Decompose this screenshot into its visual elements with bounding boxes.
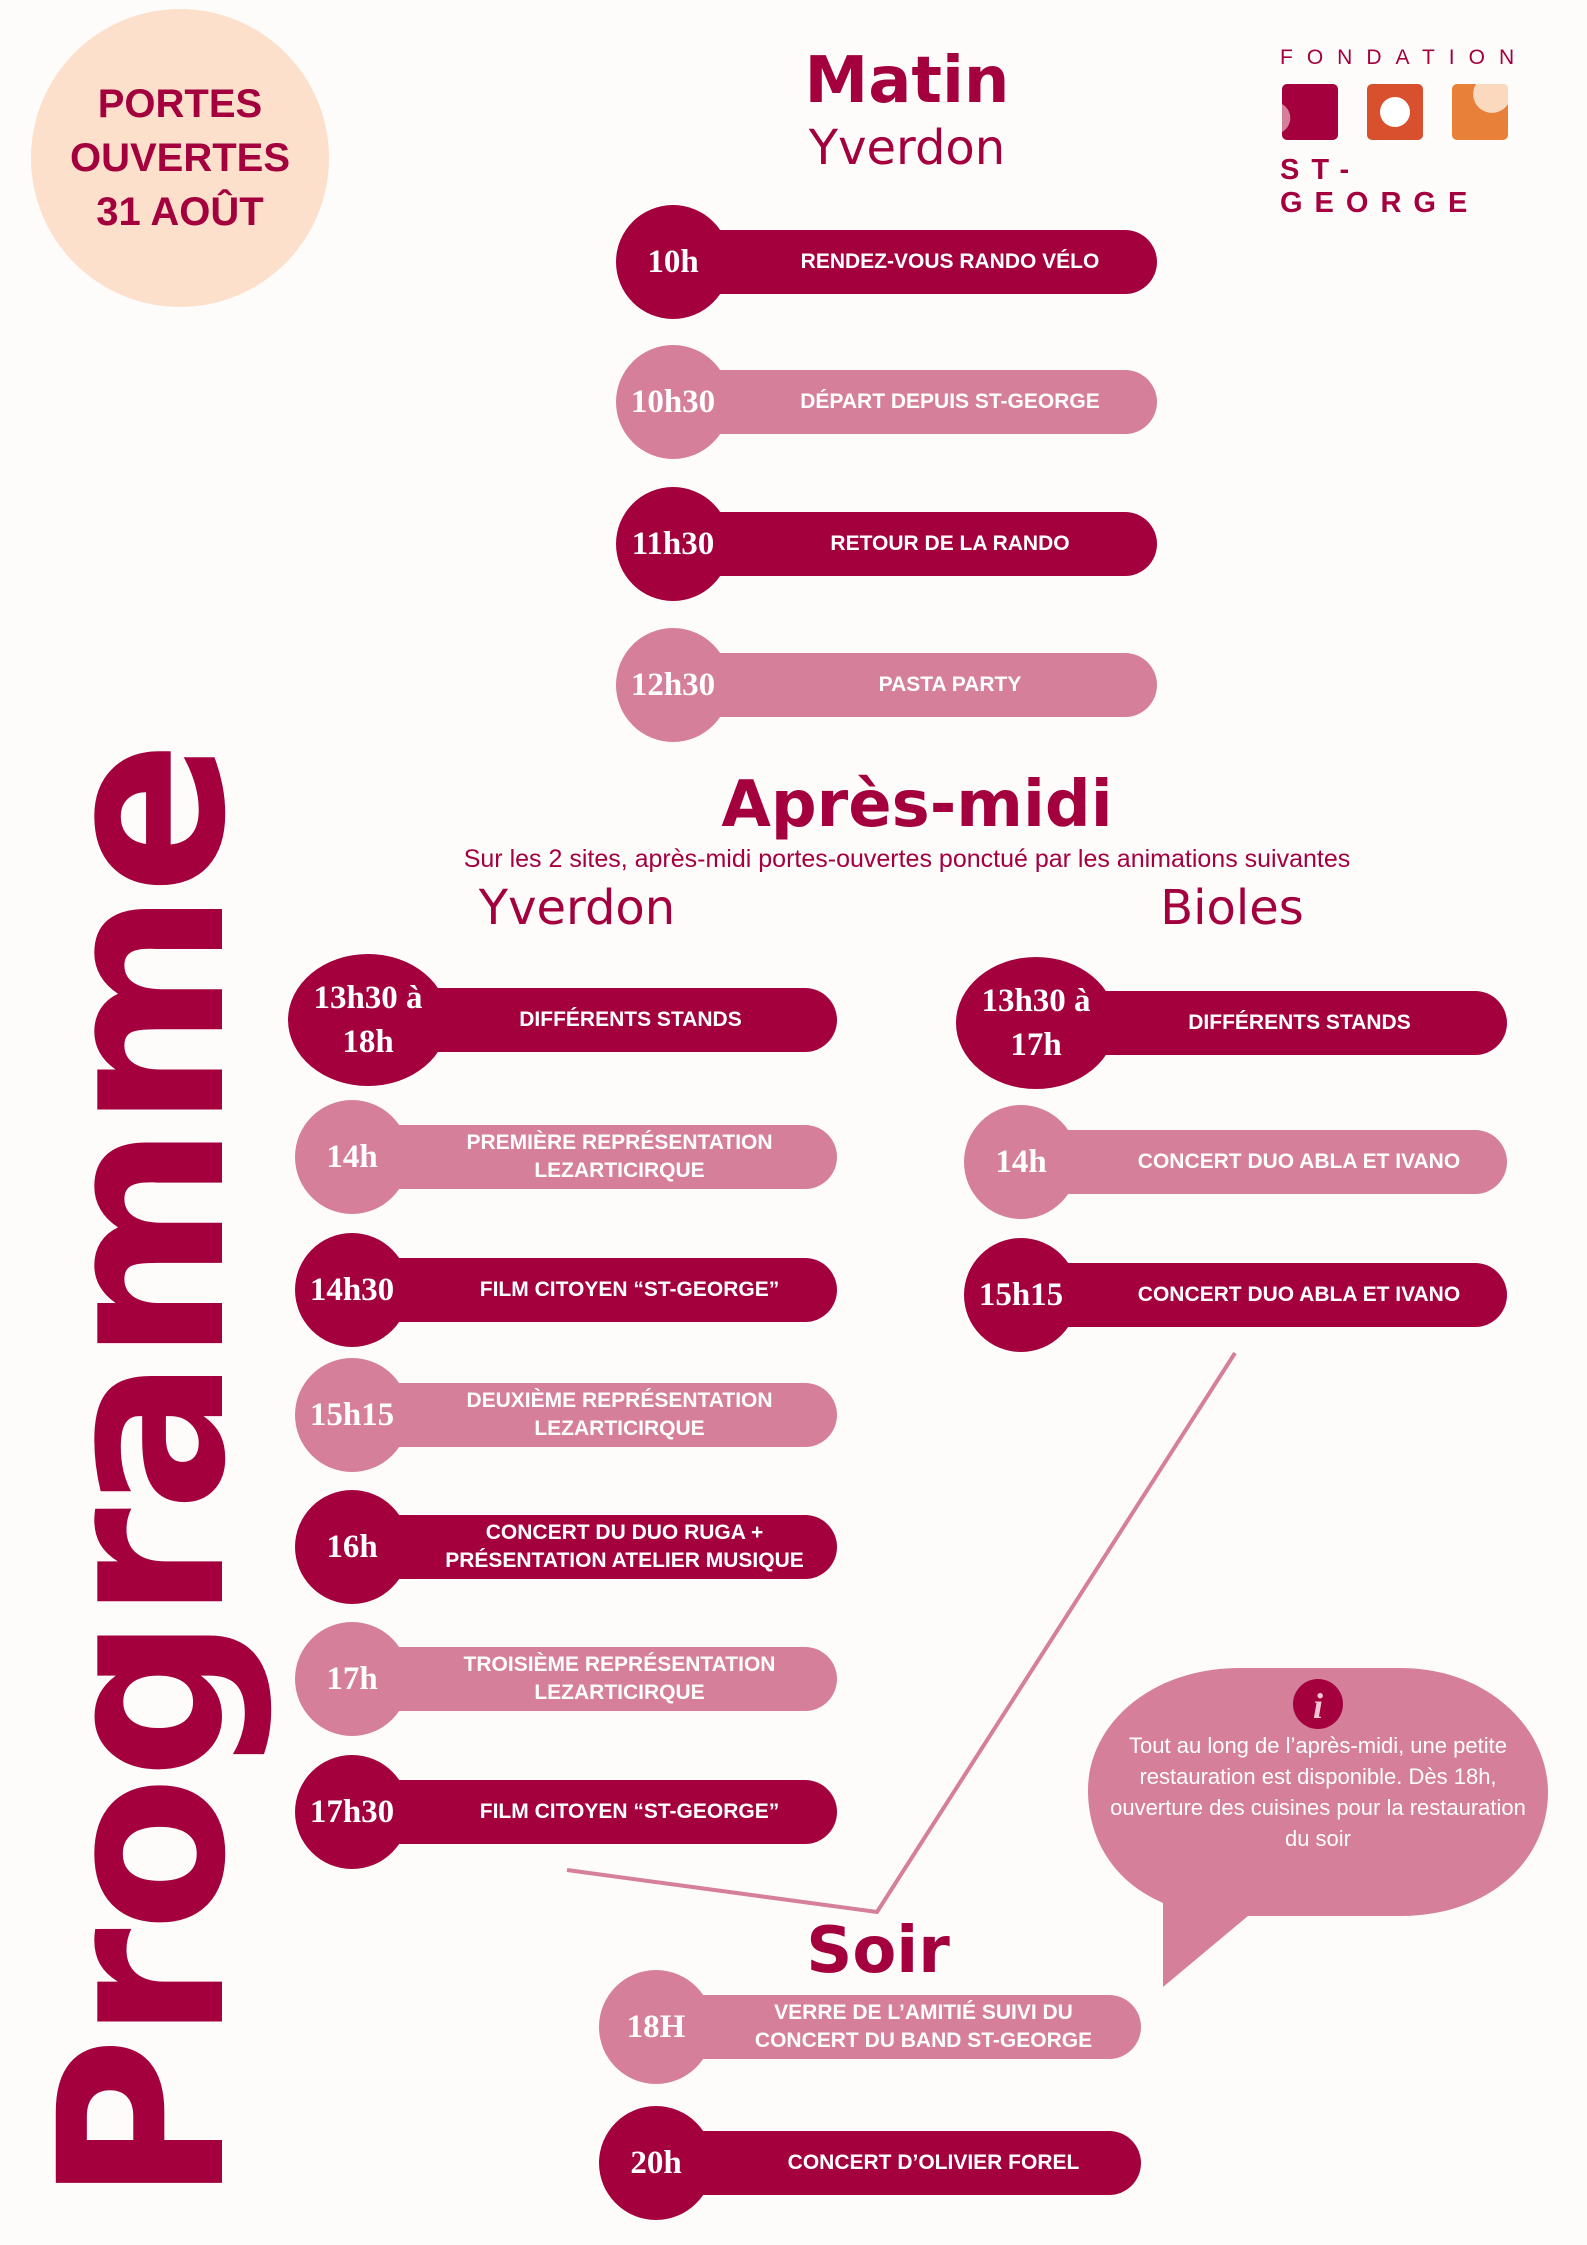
bioles-location: Bioles bbox=[1160, 880, 1304, 936]
activity-label: FILM CITOYEN “ST-GEORGE” bbox=[352, 1780, 837, 1844]
time-circle: 10h bbox=[616, 205, 730, 319]
activity-label: RENDEZ-VOUS RANDO VÉLO bbox=[673, 230, 1157, 294]
activity-label: CONCERT D’OLIVIER FOREL bbox=[656, 2131, 1141, 2195]
time-circle: 18H bbox=[599, 1970, 713, 2084]
info-icon bbox=[1293, 1679, 1343, 1729]
apres-midi-subtitle: Sur les 2 sites, après-midi portes-ouver… bbox=[463, 845, 1351, 873]
time-circle: 14h bbox=[295, 1100, 409, 1214]
matin-location: Yverdon bbox=[808, 120, 1006, 176]
apres-midi-title: Après-midi bbox=[721, 768, 1113, 842]
logo-top-text: FONDATION bbox=[1280, 46, 1529, 69]
badge-line: 31 AOÛT bbox=[96, 190, 264, 234]
speech-bubble bbox=[1088, 1668, 1548, 1987]
time-circle: 17h30 bbox=[295, 1755, 409, 1869]
time-circle: 13h30 à 18h bbox=[288, 954, 448, 1086]
time-circle: 17h bbox=[295, 1622, 409, 1736]
badge-line: OUVERTES bbox=[69, 136, 291, 180]
time-circle: 16h bbox=[295, 1490, 409, 1604]
time-circle: 15h15 bbox=[964, 1238, 1078, 1352]
activity-label: FILM CITOYEN “ST-GEORGE” bbox=[352, 1258, 837, 1322]
info-text: Tout au long de l’après-midi, une petite… bbox=[1110, 1733, 1526, 1851]
activity-label: RETOUR DE LA RANDO bbox=[673, 512, 1157, 576]
time-circle: 13h30 à 17h bbox=[956, 957, 1116, 1089]
open-day-badge: PORTES OUVERTES 31 AOÛT bbox=[31, 9, 329, 307]
activity-label: DÉPART DEPUIS ST-GEORGE bbox=[673, 370, 1157, 434]
logo-bottom-text: ST-GEORGE bbox=[1280, 154, 1480, 219]
activity-label: CONCERT DU DUO RUGA + PRÉSENTATION ATELI… bbox=[352, 1515, 837, 1579]
time-circle: 14h30 bbox=[295, 1233, 409, 1347]
activity-label: CONCERT DUO ABLA ET IVANO bbox=[1021, 1130, 1507, 1194]
svg-text:i: i bbox=[1313, 1686, 1323, 1726]
soir-title: Soir bbox=[806, 1914, 950, 1988]
activity-label: CONCERT DUO ABLA ET IVANO bbox=[1021, 1263, 1507, 1327]
activity-label: VERRE DE L’AMITIÉ SUIVI DU CONCERT DU BA… bbox=[656, 1995, 1141, 2059]
activity-label: PREMIÈRE REPRÉSENTATION LEZARTICIRQUE bbox=[352, 1125, 837, 1189]
yverdon-location: Yverdon bbox=[478, 880, 676, 936]
logo-squares-icon bbox=[1282, 84, 1508, 140]
activity-label: TROISIÈME REPRÉSENTATION LEZARTICIRQUE bbox=[352, 1647, 837, 1711]
badge-line: PORTES bbox=[97, 82, 263, 126]
activity-label: PASTA PARTY bbox=[673, 653, 1157, 717]
time-circle: 15h15 bbox=[295, 1358, 409, 1472]
matin-title: Matin bbox=[804, 44, 1010, 118]
time-circle: 12h30 bbox=[616, 628, 730, 742]
activity-label: DEUXIÈME REPRÉSENTATION LEZARTICIRQUE bbox=[352, 1383, 837, 1447]
time-circle: 14h bbox=[964, 1105, 1078, 1219]
fondation-logo: FONDATION ST-GEORGE bbox=[1280, 46, 1520, 220]
time-circle: 10h30 bbox=[616, 345, 730, 459]
time-circle: 20h bbox=[599, 2106, 713, 2220]
time-circle: 11h30 bbox=[616, 487, 730, 601]
connector-line bbox=[566, 1351, 1237, 1915]
